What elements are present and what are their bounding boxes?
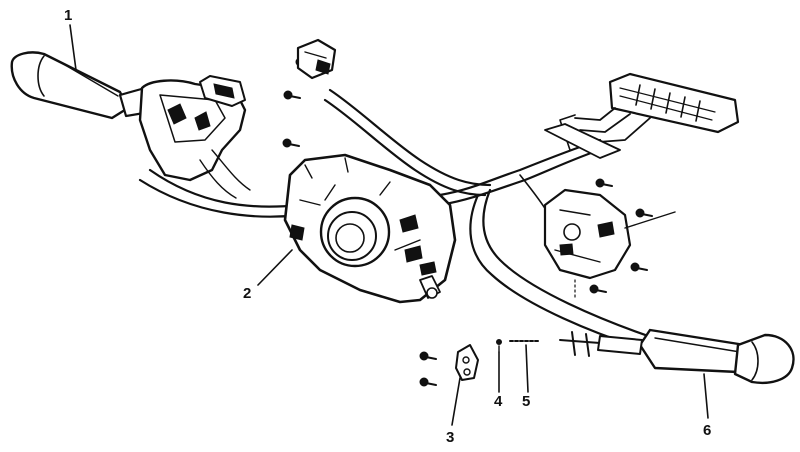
top-connector xyxy=(296,38,337,80)
screw xyxy=(419,377,437,387)
leader-lines xyxy=(69,24,709,426)
screws xyxy=(282,57,653,387)
right-lever-switch xyxy=(559,328,795,384)
callout-4: 4 xyxy=(494,393,503,410)
combination-switch-body xyxy=(283,153,457,304)
left-lever-switch xyxy=(10,51,251,199)
screw xyxy=(595,178,613,188)
callout-3: 3 xyxy=(446,429,454,446)
multi-pin-connector xyxy=(544,72,740,159)
screw xyxy=(419,351,437,361)
callout-6: 6 xyxy=(703,422,711,439)
screw xyxy=(589,284,607,294)
wiring-harness xyxy=(138,88,662,354)
callout-2: 2 xyxy=(243,285,251,302)
screw xyxy=(635,208,653,218)
callout-labels: 1 2 3 4 5 6 xyxy=(64,7,711,446)
screw xyxy=(282,138,300,148)
right-switch-module xyxy=(543,188,676,301)
part-3-clip xyxy=(455,344,479,381)
screw xyxy=(630,262,648,272)
callout-5: 5 xyxy=(522,393,530,410)
screw xyxy=(283,90,301,100)
callout-1: 1 xyxy=(64,7,72,24)
part-4-pin xyxy=(496,339,502,353)
